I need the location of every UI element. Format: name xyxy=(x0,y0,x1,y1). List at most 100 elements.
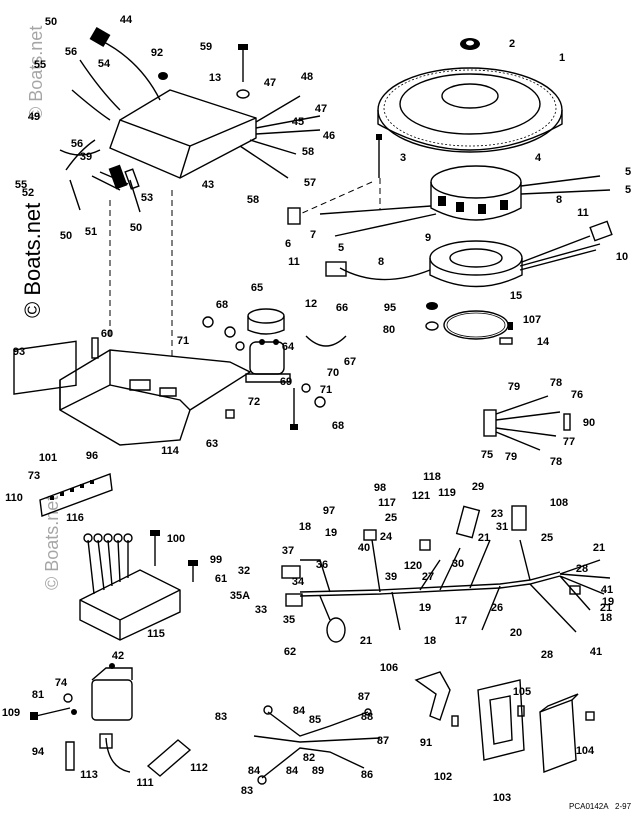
assembly-dashes xyxy=(109,178,381,360)
callout-c58b: 58 xyxy=(247,194,259,206)
callout-c94: 94 xyxy=(32,746,45,758)
callout-c65: 65 xyxy=(251,282,263,294)
bracket-94 xyxy=(65,741,75,771)
callout-c19c: 19 xyxy=(602,596,614,608)
callout-c71b: 71 xyxy=(320,384,332,396)
callout-c3: 3 xyxy=(400,152,406,164)
callout-c96: 96 xyxy=(86,450,98,462)
callout-c30: 30 xyxy=(452,558,464,570)
callout-c84a: 84 xyxy=(293,705,306,717)
callout-c110: 110 xyxy=(5,492,23,504)
callout-c88: 88 xyxy=(361,711,373,723)
connector-12 xyxy=(325,261,347,277)
callout-c21d: 21 xyxy=(600,602,612,614)
callout-c13: 13 xyxy=(209,72,221,84)
callout-c19b: 19 xyxy=(419,602,431,614)
callout-c35a: 35A xyxy=(230,590,250,602)
bracket-106 xyxy=(414,671,451,721)
module-leads xyxy=(239,95,321,179)
rectifier-115 xyxy=(79,533,181,641)
bolt-100 xyxy=(150,530,160,566)
callout-c60: 60 xyxy=(101,328,113,340)
callout-c51: 51 xyxy=(85,226,97,238)
callout-c39b: 39 xyxy=(385,571,397,583)
callout-c48: 48 xyxy=(301,71,313,83)
callout-c93: 93 xyxy=(13,346,25,358)
callout-c100: 100 xyxy=(167,533,185,545)
callout-c63: 63 xyxy=(206,438,218,450)
callout-c113: 113 xyxy=(80,769,98,781)
callout-c108: 108 xyxy=(550,497,568,509)
callout-c17: 17 xyxy=(455,615,467,627)
callout-c68a: 68 xyxy=(216,299,228,311)
switch-harness-75 xyxy=(483,395,571,451)
callout-c47b: 47 xyxy=(315,103,327,115)
callout-c70: 70 xyxy=(327,367,339,379)
callout-c24: 24 xyxy=(380,531,393,543)
spark-plug-wires xyxy=(59,26,161,171)
callout-c4: 4 xyxy=(535,152,542,164)
callout-c44: 44 xyxy=(120,14,133,26)
ignition-coil-42 xyxy=(91,663,133,721)
callout-c82: 82 xyxy=(303,752,315,764)
callout-c14: 14 xyxy=(537,336,550,348)
callout-c5a: 5 xyxy=(625,166,631,178)
bolt-59 xyxy=(238,44,248,82)
callout-c21a: 21 xyxy=(593,542,605,554)
callout-c11b: 11 xyxy=(288,256,300,268)
callout-c66: 66 xyxy=(336,302,348,314)
callout-c74: 74 xyxy=(55,677,68,689)
power-pack-43 xyxy=(109,89,257,179)
callout-c1: 1 xyxy=(559,52,565,64)
callout-c69: 69 xyxy=(280,376,292,388)
callout-c50c: 50 xyxy=(130,222,142,234)
callout-c109: 109 xyxy=(2,707,20,719)
callout-c18b: 18 xyxy=(424,635,436,647)
bolt-72 xyxy=(290,388,298,430)
callout-c72: 72 xyxy=(248,396,260,408)
callout-c87a: 87 xyxy=(358,691,370,703)
callout-c117: 117 xyxy=(378,497,396,509)
callout-c12: 12 xyxy=(305,298,317,310)
small-hardware-95-80 xyxy=(425,302,513,345)
callout-c101: 101 xyxy=(39,452,57,464)
callout-c33: 33 xyxy=(255,604,267,616)
callout-c104: 104 xyxy=(576,745,595,757)
callout-c62: 62 xyxy=(284,646,296,658)
callout-c25b: 25 xyxy=(541,532,553,544)
callout-c53: 53 xyxy=(141,192,153,204)
callout-c83b: 83 xyxy=(241,785,253,797)
callout-c10: 10 xyxy=(616,251,628,263)
callout-c107: 107 xyxy=(523,314,541,326)
callout-c25a: 25 xyxy=(385,512,397,524)
callout-c83a: 83 xyxy=(215,711,227,723)
stator xyxy=(430,165,522,221)
callout-c2: 2 xyxy=(509,38,515,50)
callout-c21c: 21 xyxy=(478,532,490,544)
callout-c67: 67 xyxy=(344,356,356,368)
callout-c36: 36 xyxy=(316,559,328,571)
callout-c41b: 41 xyxy=(590,646,602,658)
callout-c97: 97 xyxy=(323,505,335,517)
callout-c19a: 19 xyxy=(325,527,337,539)
bolt-99 xyxy=(188,560,198,582)
terminal-strip-110 xyxy=(39,473,113,517)
flywheel xyxy=(377,67,563,153)
solenoid-64 xyxy=(245,339,291,383)
callout-c8a: 8 xyxy=(556,194,562,206)
callout-c91: 91 xyxy=(420,737,432,749)
flywheel-bolt xyxy=(376,134,382,178)
callout-c115: 115 xyxy=(147,628,165,640)
callout-c87b: 87 xyxy=(377,735,389,747)
callout-c81: 81 xyxy=(32,689,44,701)
watermark-main: © Boats.net xyxy=(20,203,45,318)
plug-boot-112 xyxy=(146,739,192,777)
decal-93 xyxy=(13,340,77,395)
callout-c41a: 41 xyxy=(601,584,613,596)
stud-60 xyxy=(91,337,99,359)
callout-c39a: 39 xyxy=(80,151,92,163)
callout-c18a: 18 xyxy=(299,521,311,533)
callout-c121: 121 xyxy=(412,490,430,502)
callout-c78a: 78 xyxy=(550,377,562,389)
